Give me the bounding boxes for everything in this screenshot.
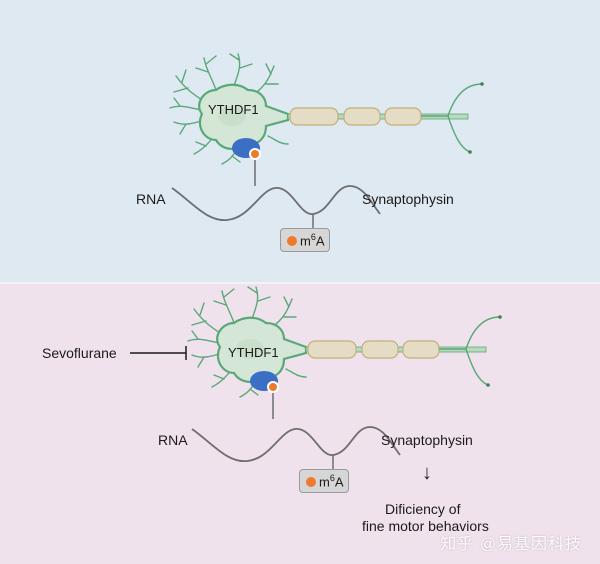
m6a-modification-bottom: m6A: [299, 469, 349, 493]
synaptophysin-label-top: Synaptophysin: [362, 191, 454, 207]
rna-strand-bottom: [191, 426, 401, 478]
sevoflurane-condition-panel: [0, 284, 600, 564]
sevoflurane-label: Sevoflurane: [42, 345, 117, 361]
ythdf1-label-top: YTHDF1: [208, 102, 259, 117]
m6a-dot-icon: [306, 477, 316, 487]
inhibition-arrow: [130, 346, 187, 360]
rna-strand-top: [171, 185, 381, 237]
m6a-label-top: m6A: [300, 232, 325, 249]
ythdf1-label-bottom: YTHDF1: [228, 345, 279, 360]
outcome-line-2: fine motor behaviors: [362, 518, 489, 534]
rna-label-bottom: RNA: [158, 432, 188, 448]
m6a-dot-icon: [287, 236, 297, 246]
m6a-modification-top: m6A: [280, 228, 330, 252]
outcome-line-1: Dificiency of: [385, 501, 461, 517]
m6a-label-bottom: m6A: [319, 473, 344, 490]
down-arrow-icon: ↓: [422, 462, 432, 484]
panel-divider: [0, 282, 600, 284]
watermark: 知乎 @易基因科技: [440, 536, 582, 553]
neuron-top: [168, 52, 485, 188]
rna-label-top: RNA: [136, 191, 166, 207]
synaptophysin-label-bottom: Synaptophysin: [381, 432, 473, 448]
